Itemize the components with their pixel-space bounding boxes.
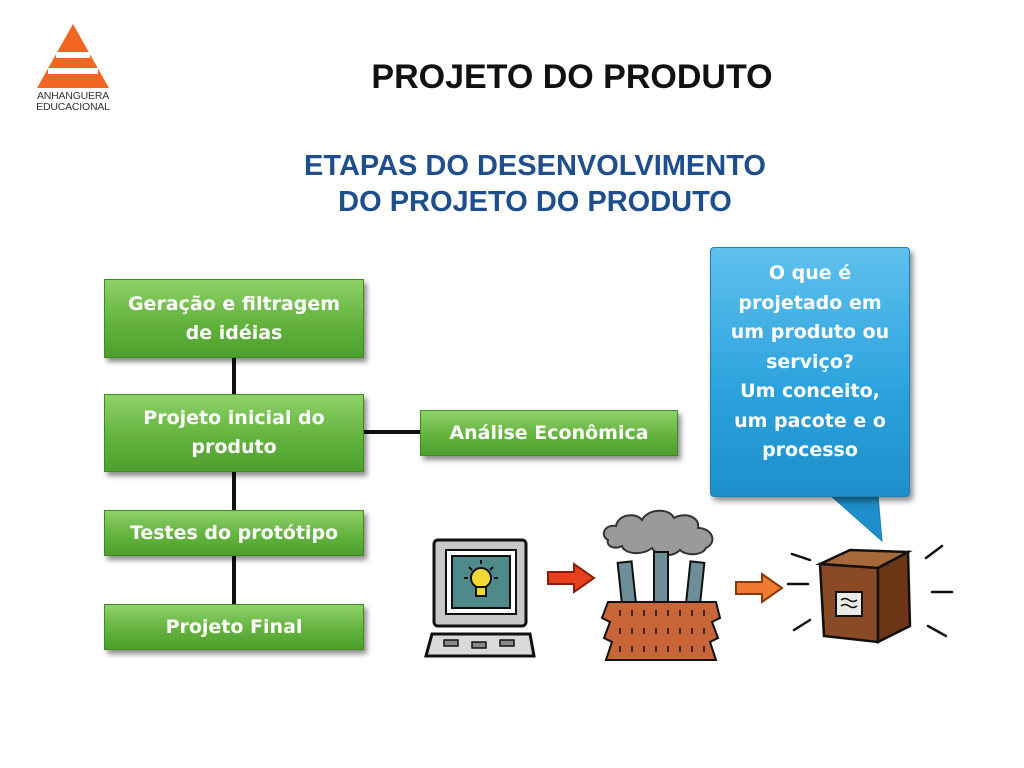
step-prototype-testing: Testes do protótipo <box>104 510 364 556</box>
connector-line <box>232 472 236 510</box>
connector-line <box>232 556 236 604</box>
arrow-right-icon <box>547 562 596 594</box>
computer-lightbulb-icon <box>424 538 536 658</box>
callout-text: O que é projetado em um produto ou servi… <box>710 247 910 497</box>
connector-line <box>232 358 236 394</box>
logo-text-line1: ANHANGUERA <box>36 90 110 102</box>
economic-analysis-box: Análise Econômica <box>420 410 678 456</box>
speech-callout: O que é projetado em um produto ou servi… <box>710 247 910 543</box>
page-subtitle: ETAPAS DO DESENVOLVIMENTO DO PROJETO DO … <box>304 150 766 218</box>
product-box-icon <box>786 544 954 645</box>
arrow-right-icon <box>735 572 784 604</box>
factory-icon <box>600 509 722 661</box>
page-title: PROJETO DO PRODUTO <box>371 58 773 96</box>
logo-triangle-icon <box>37 24 109 88</box>
anhanguera-logo: ANHANGUERA EDUCACIONAL <box>28 22 118 117</box>
logo-text-line2: EDUCACIONAL <box>36 101 110 113</box>
step-final-design: Projeto Final <box>104 604 364 650</box>
connector-line <box>364 430 420 434</box>
